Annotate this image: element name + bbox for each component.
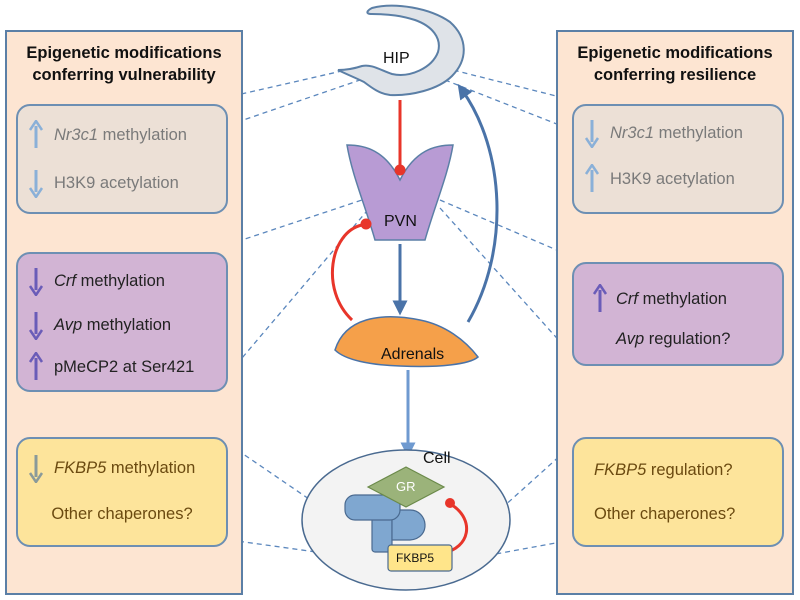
adrenals-label: Adrenals — [381, 346, 445, 363]
vulnerability-panel: Epigenetic modifications conferring vuln… — [5, 30, 243, 595]
nr3c1-methylation: methylation — [654, 124, 743, 142]
vulnerability-box-pvn: Crf methylation Avp methylation pMeCP2 a… — [16, 252, 228, 392]
down-arrow-icon — [28, 170, 44, 198]
h3k9-acetylation: H3K9 acetylation — [54, 174, 179, 192]
avp-gene: Avp — [54, 316, 83, 334]
resilience-box-hip: Nr3c1 methylation H3K9 acetylation — [572, 104, 784, 214]
down-arrow-icon — [28, 455, 44, 483]
avp-methylation: methylation — [82, 316, 172, 334]
up-arrow-icon — [28, 120, 44, 148]
up-arrow-icon — [28, 352, 44, 380]
vulnerability-title-line2: conferring vulnerability — [32, 66, 216, 84]
vulnerability-title-line1: Epigenetic modifications — [26, 44, 222, 62]
gr-label: GR — [396, 479, 416, 494]
down-arrow-icon — [584, 120, 600, 148]
resilience-title-line2: conferring resilience — [593, 66, 757, 84]
chaperone-complex — [344, 494, 426, 553]
crf-methylation: methylation — [76, 272, 165, 290]
fkbp5-gr-inhibition-end — [445, 498, 455, 508]
pvn-shape — [346, 144, 454, 241]
vulnerability-box-cell: FKBP5 methylation Other chaperones? — [16, 437, 228, 547]
pmecp2-text: pMeCP2 at Ser421 — [54, 358, 195, 376]
adrenals-shape — [334, 316, 480, 368]
pvn-label: PVN — [384, 213, 417, 230]
nr3c1-gene: Nr3c1 — [610, 124, 655, 142]
resilience-box-cell: FKBP5 regulation? Other chaperones? — [572, 437, 784, 547]
adrenal-pvn-feedback — [330, 223, 363, 322]
fkbp5-gene: FKBP5 — [54, 459, 107, 477]
crf-methylation: methylation — [638, 290, 727, 308]
h3k9-acetylation: H3K9 acetylation — [610, 170, 735, 188]
adrenal-pvn-feedback-end — [360, 218, 372, 230]
nr3c1-gene: Nr3c1 — [54, 126, 99, 144]
hippocampus-shape — [337, 4, 465, 97]
fkbp5-regulation: regulation? — [646, 461, 733, 479]
up-arrow-icon — [584, 164, 600, 192]
gr-diamond — [366, 466, 446, 508]
avp-regulation: regulation? — [644, 330, 731, 348]
crf-gene: Crf — [54, 272, 76, 290]
resilience-title-line1: Epigenetic modifications — [577, 44, 773, 62]
nr3c1-methylation: methylation — [98, 126, 187, 144]
vulnerability-panel-title: Epigenetic modifications conferring vuln… — [7, 42, 241, 86]
crf-gene: Crf — [616, 290, 638, 308]
avp-gene: Avp — [616, 330, 645, 348]
fkbp5-methylation: methylation — [106, 459, 196, 477]
cell-label: Cell — [423, 450, 451, 467]
resilience-panel: Epigenetic modifications conferring resi… — [556, 30, 794, 595]
adrenals-hip-arrow — [457, 83, 499, 323]
hip-pvn-inhibition-end — [394, 164, 406, 176]
vulnerability-box-hip: Nr3c1 methylation H3K9 acetylation — [16, 104, 228, 214]
other-chaperones: Other chaperones? — [51, 505, 193, 523]
other-chaperones: Other chaperones? — [594, 505, 736, 523]
fkbp5-gene: FKBP5 — [594, 461, 647, 479]
up-arrow-icon — [592, 284, 608, 312]
fkbp5-box — [387, 544, 453, 572]
down-arrow-icon — [28, 312, 44, 340]
hip-label: HIP — [383, 50, 410, 67]
fkbp5-label: FKBP5 — [396, 551, 435, 565]
resilience-box-pvn: Crf methylation Avp regulation? — [572, 262, 784, 366]
down-arrow-icon — [28, 268, 44, 296]
resilience-panel-title: Epigenetic modifications conferring resi… — [558, 42, 792, 86]
